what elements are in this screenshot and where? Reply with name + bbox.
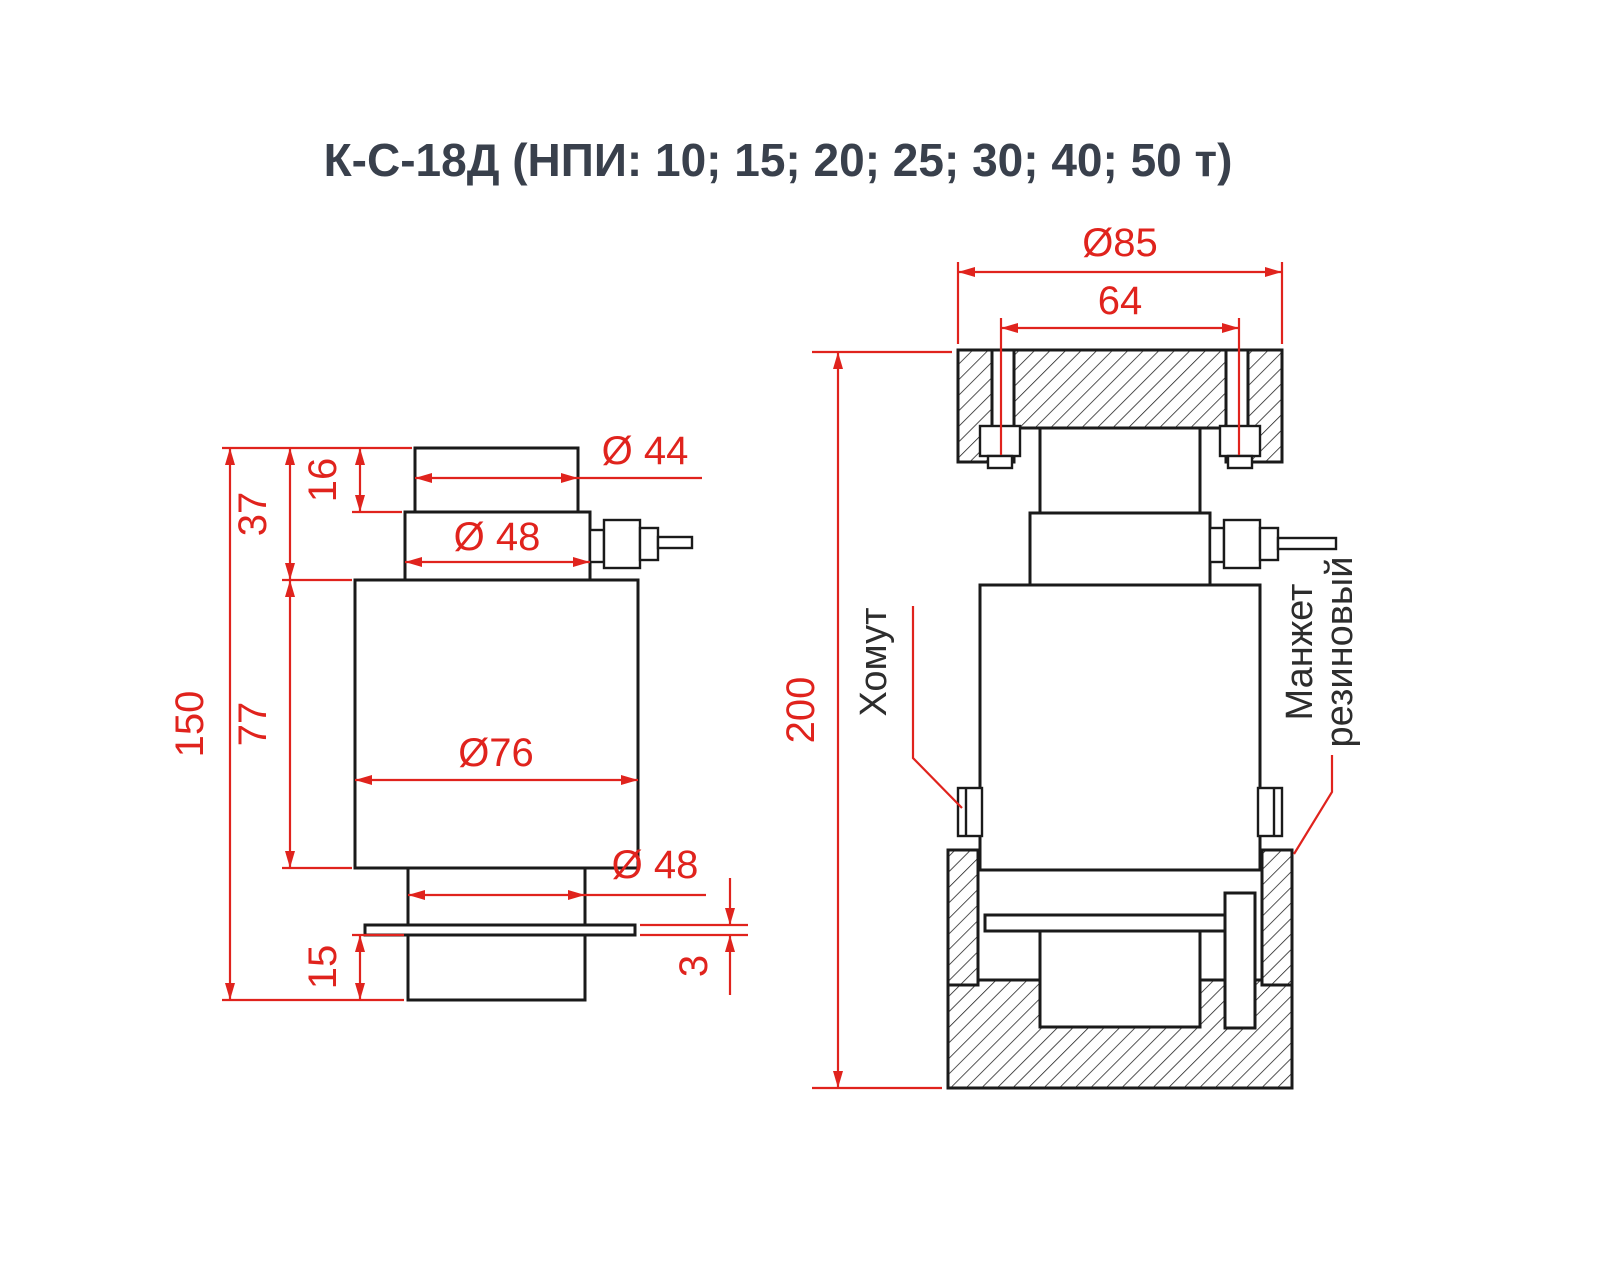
right-dimension-lines	[833, 267, 1282, 1088]
dim-total-height: 150	[168, 691, 212, 758]
right-bolt-tip-right	[1226, 454, 1254, 470]
right-connector-body	[1222, 518, 1262, 570]
clamp-leader-line	[911, 606, 963, 809]
right-connector-nut	[1258, 526, 1280, 562]
right-upper-section	[1028, 511, 1212, 587]
left-view: 150 77 37 16 15 3 Ø 44 Ø 48 Ø76 Ø 48	[168, 429, 748, 1002]
dim-plate-thickness: 3	[672, 955, 716, 977]
dim-lower-neck-diameter: Ø 48	[612, 843, 699, 887]
dim-base-height: 15	[301, 945, 345, 990]
dim-total-height-right: 200	[779, 677, 823, 744]
right-connector-collar	[1208, 526, 1226, 564]
dim-bolt-spacing: 64	[1098, 279, 1143, 323]
dim-body-height: 77	[231, 702, 275, 747]
left-connector-nut	[638, 526, 660, 562]
right-cup-wall-left	[946, 848, 980, 987]
right-support-plate	[983, 913, 1227, 933]
left-main-body	[353, 578, 640, 870]
left-connector-cable	[656, 535, 694, 550]
right-main-body	[978, 583, 1262, 872]
sleeve-callout-label-line1: Манжет	[1279, 584, 1321, 721]
right-connector-cable	[1276, 536, 1338, 551]
dim-flange-diameter: Ø85	[1082, 221, 1158, 265]
right-bolt-tip-left	[986, 454, 1014, 470]
sleeve-leader-line	[1293, 755, 1334, 855]
right-neck	[1038, 426, 1202, 515]
right-view: Ø85 64 200 Хомут Манжет резиновый	[779, 221, 1361, 1090]
right-clamp-left	[956, 786, 984, 838]
left-dimension-lines	[225, 448, 735, 1000]
right-clamp-right	[1256, 786, 1284, 838]
right-pin	[1223, 891, 1257, 1030]
dim-body-diameter: Ø76	[458, 731, 534, 775]
left-lower-neck	[406, 866, 587, 927]
dim-upper-neck-diameter: Ø 48	[454, 515, 541, 559]
right-lower-button	[1038, 929, 1202, 1029]
dim-cap-height: 16	[301, 458, 345, 503]
right-flange-outer-right	[1246, 348, 1284, 464]
left-top-cap	[413, 446, 580, 514]
drawing-title: К-С-18Д (НПИ: 10; 15; 20; 25; 30; 40; 50…	[324, 134, 1233, 186]
left-connector-collar	[588, 528, 606, 564]
left-bottom-base	[406, 933, 587, 1002]
right-flange-center	[1012, 348, 1228, 430]
right-cup-wall-right	[1260, 848, 1294, 987]
dim-cap-diameter: Ø 44	[602, 429, 689, 473]
sleeve-callout-label-line2: резиновый	[1319, 557, 1361, 748]
clamp-callout-label: Хомут	[853, 607, 895, 716]
dim-upper-height: 37	[231, 492, 275, 537]
left-upper-section	[403, 510, 592, 582]
left-connector-body	[602, 518, 642, 570]
right-extension-lines	[812, 262, 1284, 1090]
